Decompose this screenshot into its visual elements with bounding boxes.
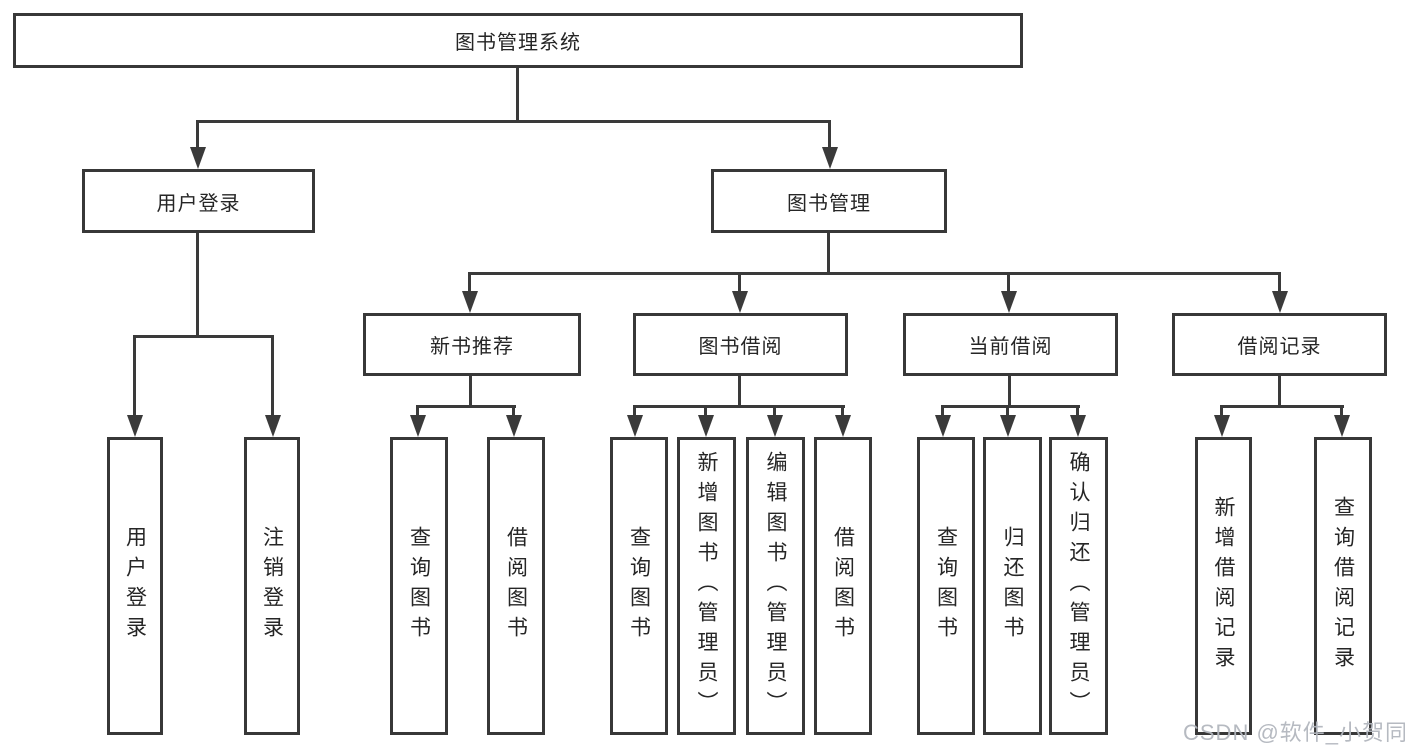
- arrow-to-cb-return-book: [1006, 405, 1009, 415]
- leaf-nb-query-book: 查询图书: [390, 437, 448, 735]
- leaf-bb-borrow-book-label: 借阅图书: [831, 526, 855, 646]
- arrow-to-book-management: [828, 120, 831, 147]
- node-new-book-recommend: 新书推荐: [363, 313, 581, 376]
- connector-book-borrow-bus: [634, 405, 845, 408]
- arrow-to-nb-borrow-book: [512, 405, 515, 415]
- node-book-management: 图书管理: [711, 169, 947, 233]
- node-book-borrow-label: 图书借阅: [698, 336, 783, 358]
- leaf-br-query-record: 查询借阅记录: [1314, 437, 1372, 735]
- arrow-to-book-borrow: [738, 272, 741, 291]
- node-new-book-recommend-label: 新书推荐: [430, 336, 514, 358]
- arrow-to-bb-edit-book: [773, 405, 776, 415]
- arrow-to-new-book-recommend: [468, 272, 471, 291]
- leaf-bb-query-book: 查询图书: [610, 437, 668, 735]
- leaf-logout-label: 注销登录: [260, 526, 284, 646]
- node-current-borrow-label: 当前借阅: [968, 336, 1053, 358]
- arrow-to-cb-query-book: [941, 405, 944, 415]
- connector-borrow-records-stub: [1278, 376, 1281, 405]
- arrow-to-bb-query-book: [633, 405, 636, 415]
- arrow-to-user-login: [196, 120, 199, 147]
- connector-book-mgmt-stub: [827, 233, 830, 272]
- arrow-to-br-add-record: [1220, 405, 1223, 415]
- connector-level2-bus: [469, 272, 1281, 275]
- node-root-label: 图书管理系统: [455, 32, 581, 54]
- leaf-bb-add-book-label: 新增图书（管理员）: [695, 451, 718, 721]
- node-borrow-records: 借阅记录: [1172, 313, 1387, 376]
- arrow-to-bb-borrow-book: [841, 405, 844, 415]
- leaf-br-add-record: 新增借阅记录: [1195, 437, 1252, 735]
- leaf-bb-add-book: 新增图书（管理员）: [677, 437, 736, 735]
- node-current-borrow: 当前借阅: [903, 313, 1118, 376]
- leaf-cb-return-book-label: 归还图书: [1001, 526, 1024, 646]
- leaf-nb-borrow-book: 借阅图书: [487, 437, 545, 735]
- leaf-cb-return-book: 归还图书: [983, 437, 1042, 735]
- arrow-to-leaf-user-login: [133, 335, 136, 415]
- arrow-to-nb-query-book: [416, 405, 419, 415]
- connector-book-borrow-stub: [738, 376, 741, 405]
- leaf-bb-borrow-book: 借阅图书: [814, 437, 872, 735]
- connector-user-login-bus: [133, 335, 274, 338]
- node-borrow-records-label: 借阅记录: [1237, 336, 1322, 358]
- leaf-bb-edit-book-label: 编辑图书（管理员）: [764, 451, 787, 721]
- leaf-bb-edit-book: 编辑图书（管理员）: [746, 437, 805, 735]
- node-root: 图书管理系统: [13, 13, 1023, 68]
- arrow-to-current-borrow: [1007, 272, 1010, 291]
- leaf-cb-query-book-label: 查询图书: [934, 526, 958, 646]
- leaf-user-login: 用户登录: [107, 437, 163, 735]
- arrow-to-bb-add-book: [704, 405, 707, 415]
- node-user-login-label: 用户登录: [156, 192, 241, 215]
- watermark-text: CSDN @软件_小贺同学: [1183, 720, 1405, 745]
- leaf-nb-borrow-book-label: 借阅图书: [504, 526, 528, 646]
- leaf-br-add-record-label: 新增借阅记录: [1212, 496, 1235, 676]
- connector-borrow-records-bus: [1221, 405, 1344, 408]
- connector-current-borrow-stub: [1008, 376, 1011, 405]
- leaf-cb-confirm-return-label: 确认归还（管理员）: [1067, 451, 1090, 721]
- arrow-to-br-query-record: [1340, 405, 1343, 415]
- leaf-bb-query-book-label: 查询图书: [627, 526, 651, 646]
- connector-new-book-bus: [417, 405, 516, 408]
- node-book-borrow: 图书借阅: [633, 313, 848, 376]
- leaf-br-query-record-label: 查询借阅记录: [1331, 496, 1355, 676]
- leaf-cb-query-book: 查询图书: [917, 437, 975, 735]
- arrow-to-cb-confirm-return: [1076, 405, 1079, 415]
- node-book-management-label: 图书管理: [787, 192, 871, 215]
- leaf-cb-confirm-return: 确认归还（管理员）: [1049, 437, 1108, 735]
- leaf-user-login-label: 用户登录: [123, 526, 147, 646]
- connector-level1-bus: [197, 120, 829, 123]
- arrow-to-leaf-logout: [271, 335, 274, 415]
- leaf-nb-query-book-label: 查询图书: [407, 526, 431, 646]
- connector-root-stub: [516, 68, 519, 120]
- leaf-logout: 注销登录: [244, 437, 300, 735]
- connector-current-borrow-bus: [942, 405, 1080, 408]
- connector-new-book-stub: [469, 376, 472, 405]
- node-user-login: 用户登录: [82, 169, 315, 233]
- connector-user-login-stub: [196, 233, 199, 335]
- arrow-to-borrow-records: [1278, 272, 1281, 291]
